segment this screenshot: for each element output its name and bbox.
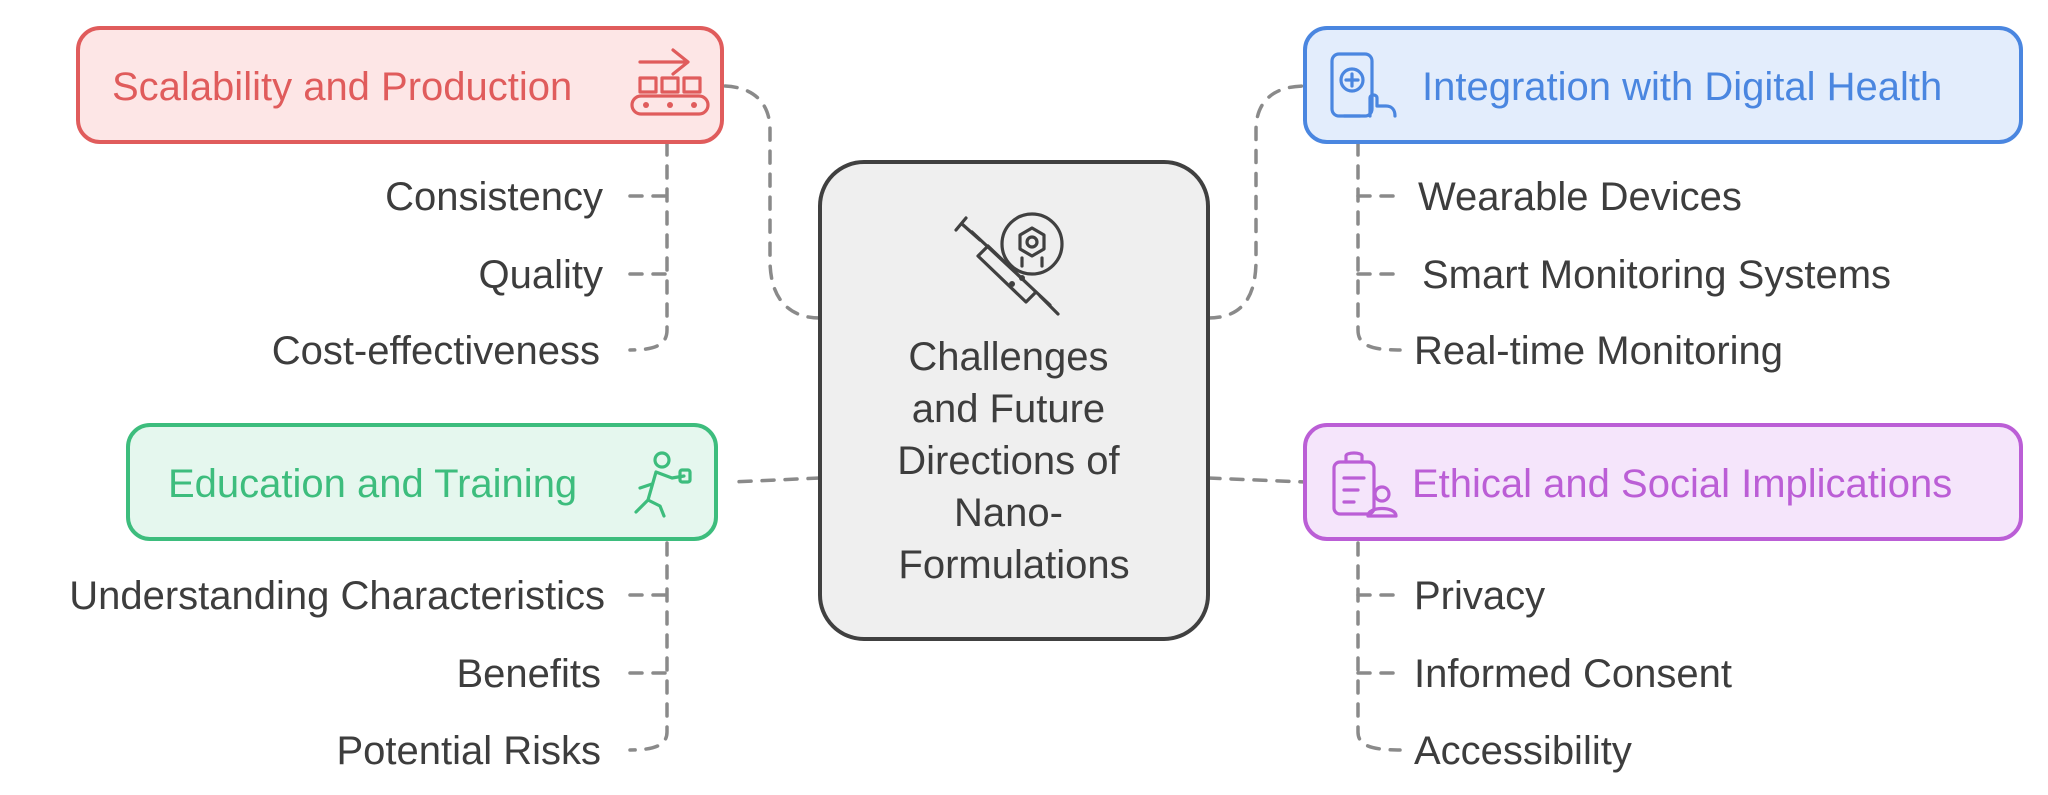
connector-scalability (720, 84, 822, 320)
connector-ethical (1206, 476, 1307, 484)
branch-digital-health-title: Integration with Digital Health (1422, 65, 1942, 109)
branch-digital-health-item-1: Wearable Devices (1418, 175, 1742, 219)
branch-scalability-title: Scalability and Production (112, 65, 572, 109)
running-person-icon (634, 451, 692, 518)
conveyor-belt-icon (630, 48, 710, 116)
branch-digital-health-item-3: Real-time Monitoring (1414, 329, 1783, 373)
clipboard-user-icon (1332, 451, 1398, 518)
center-title-line-2: and Future (912, 387, 1105, 431)
branch-scalability-item-3: Cost-effectiveness (272, 329, 600, 373)
branch-digital-health-box (1303, 26, 2023, 144)
branch-ethical-title: Ethical and Social Implications (1412, 462, 1952, 506)
branch-ethical-box (1303, 423, 2023, 541)
center-node: Challenges and Future Directions of Nano… (818, 160, 1210, 641)
branch-education-box (126, 423, 718, 541)
center-connectors (720, 84, 1307, 484)
branch-ethical-item-1: Privacy (1414, 574, 1545, 618)
connector-digital-health (1206, 84, 1307, 320)
item-connectors (628, 141, 1402, 752)
branch-scalability-box (76, 26, 724, 144)
branch-scalability-item-2: Quality (479, 253, 604, 297)
branch-ethical: Ethical and Social Implications Privacy … (1303, 423, 2023, 773)
center-title-line-4: Nano- (954, 491, 1063, 535)
branch-education-item-2: Benefits (456, 652, 601, 696)
branch-education: Education and Training Understanding Cha… (69, 423, 718, 773)
branch-scalability-item-1: Consistency (385, 175, 603, 219)
branch-ethical-item-3: Accessibility (1414, 729, 1632, 773)
branch-education-title: Education and Training (168, 462, 577, 506)
branch-digital-health-item-2: Smart Monitoring Systems (1422, 253, 1891, 297)
connector-education (730, 476, 822, 484)
branch-education-item-1: Understanding Characteristics (69, 574, 605, 618)
center-title-line-5: Formulations (898, 543, 1129, 587)
branch-digital-health: Integration with Digital Health Wearable… (1303, 26, 2023, 373)
center-title: Challenges and Future Directions of Nano… (897, 335, 1130, 587)
branch-education-item-3: Potential Risks (336, 729, 601, 773)
center-title-line-3: Directions of (897, 439, 1120, 483)
branch-ethical-item-2: Informed Consent (1414, 652, 1732, 696)
nano-syringe-icon (954, 212, 1064, 316)
branch-scalability: Scalability and Production Consistency Q… (76, 26, 724, 373)
center-title-line-1: Challenges (908, 335, 1108, 379)
smartphone-health-icon (1330, 52, 1397, 118)
